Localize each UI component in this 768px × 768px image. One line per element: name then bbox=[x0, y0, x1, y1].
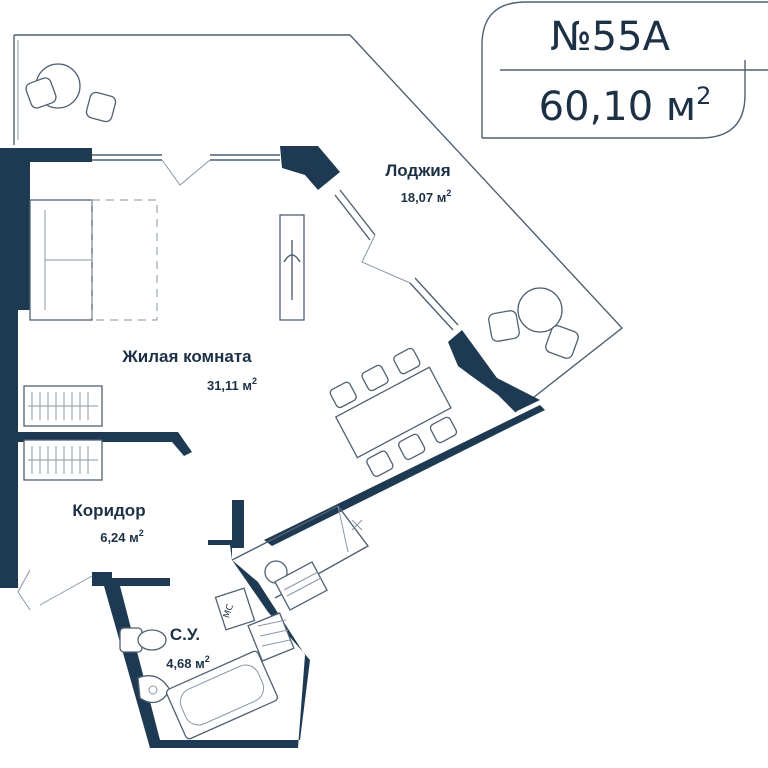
window-1 bbox=[92, 154, 162, 161]
washbasin bbox=[137, 675, 171, 704]
windows bbox=[17, 154, 459, 611]
svg-text:4,68 м2: 4,68 м2 bbox=[166, 654, 210, 671]
wall-kitchen-exterior bbox=[264, 405, 545, 546]
towel-rack-lines bbox=[257, 619, 291, 647]
room-labels: Лоджия 18,07 м2 Жилая комната 31,11 м2 К… bbox=[72, 161, 451, 671]
room-area-bathroom: 4,68 м bbox=[166, 656, 205, 671]
walls bbox=[0, 146, 545, 748]
toilet-bowl bbox=[137, 629, 167, 651]
dining-table bbox=[334, 366, 452, 459]
dining-set bbox=[329, 347, 458, 477]
svg-text:31,11 м2: 31,11 м2 bbox=[207, 376, 257, 393]
living-furniture bbox=[29, 199, 458, 477]
room-name-loggia: Лоджия bbox=[385, 161, 450, 180]
loggia-outline bbox=[13, 34, 624, 413]
room-area-corridor: 6,24 м bbox=[100, 530, 139, 545]
door-swing-1 bbox=[161, 159, 211, 186]
room-name-corridor: Коридор bbox=[72, 501, 145, 520]
apartment-number: №55А bbox=[550, 14, 671, 60]
dining-chair bbox=[393, 347, 421, 375]
window-3 bbox=[334, 189, 376, 241]
basin-drain bbox=[148, 685, 158, 695]
loggia-table-2 bbox=[517, 287, 563, 333]
tv-set bbox=[283, 240, 301, 300]
dining-chair bbox=[398, 433, 426, 461]
room-name-bathroom: С.У. bbox=[170, 625, 200, 644]
kitchen-counter bbox=[231, 505, 370, 599]
svg-text:60,10 м2: 60,10 м2 bbox=[539, 82, 712, 130]
stove-mark bbox=[351, 519, 363, 531]
washing-machine-label: МС bbox=[222, 603, 236, 619]
rug bbox=[91, 199, 158, 321]
dining-chair bbox=[361, 364, 389, 392]
room-area-loggia: 18,07 м bbox=[401, 190, 447, 205]
loggia-chair bbox=[85, 91, 117, 123]
header-frame bbox=[481, 1, 768, 139]
wardrobe-2-hangers bbox=[28, 446, 98, 474]
total-area-value: 60,10 м bbox=[539, 84, 696, 130]
kitchen-rack-lines bbox=[283, 571, 322, 597]
loggia-furniture bbox=[25, 63, 579, 359]
dining-chair bbox=[429, 416, 458, 444]
sofa-cushions bbox=[44, 210, 92, 310]
loggia-boundary bbox=[14, 34, 624, 413]
bathtub-inner bbox=[179, 664, 265, 726]
loggia-chair bbox=[488, 310, 520, 342]
window-2 bbox=[210, 154, 280, 161]
kitchen bbox=[231, 505, 370, 611]
wall-west bbox=[0, 148, 92, 588]
dining-chair bbox=[366, 450, 394, 477]
wardrobes bbox=[23, 385, 103, 481]
loggia-chair bbox=[25, 77, 57, 109]
room-name-living: Жилая комната bbox=[121, 347, 252, 366]
counter-divider bbox=[337, 505, 349, 553]
bathtub bbox=[165, 650, 279, 740]
svg-text:18,07 м2: 18,07 м2 bbox=[401, 188, 452, 205]
loggia-chair bbox=[545, 325, 579, 359]
svg-text:6,24 м2: 6,24 м2 bbox=[100, 528, 144, 545]
entry-door bbox=[17, 569, 93, 611]
bathroom-fixtures: МС bbox=[119, 587, 295, 740]
washing-machine bbox=[214, 587, 256, 631]
wardrobe-1-hangers bbox=[28, 392, 98, 420]
header-badge: №55А 60,10 м2 bbox=[481, 1, 768, 139]
wall-column-north bbox=[280, 146, 340, 190]
dining-chair bbox=[329, 381, 357, 409]
door-swing-2 bbox=[361, 234, 411, 284]
wall-corridor-partition bbox=[16, 432, 192, 456]
total-area-unit-sup: 2 bbox=[696, 82, 711, 110]
window-4 bbox=[409, 277, 459, 331]
room-area-living: 31,11 м bbox=[207, 378, 252, 393]
wall-column-east bbox=[448, 330, 540, 412]
